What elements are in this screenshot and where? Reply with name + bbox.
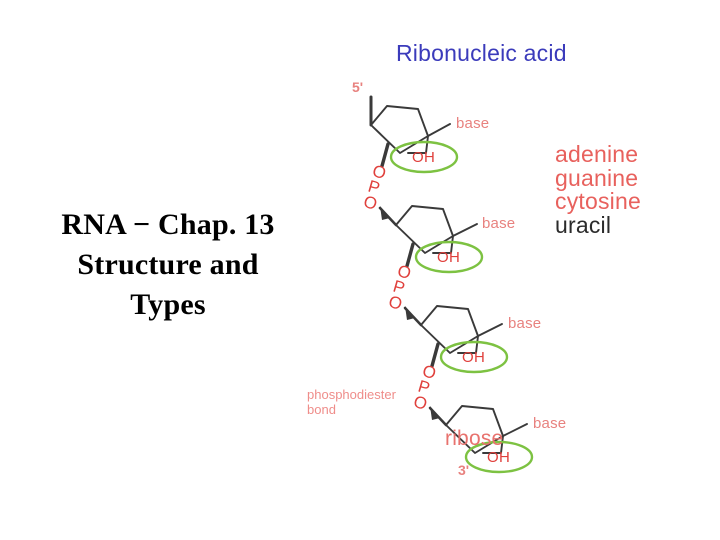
hydroxyl-label-4: OH (487, 449, 511, 466)
hydroxyl-highlight-4 (464, 440, 534, 474)
page-title: RNA − Chap. 13 Structure and Types (18, 205, 318, 325)
hydroxyl-highlight-2 (414, 240, 484, 274)
rna-backbone-drawing (369, 95, 534, 474)
base-label-4: base (533, 415, 567, 432)
five-prime-label: 5' (352, 79, 364, 95)
page-title-line-1: RNA − Chap. 13 (61, 208, 275, 241)
base-label-2: base (482, 215, 516, 232)
base-list-item-uracil: uracil (555, 212, 612, 239)
page-title-line-3: Types (130, 287, 206, 321)
three-prime-label: 3' (458, 462, 470, 478)
hydroxyl-highlight-3 (439, 340, 509, 374)
diagram-heading: Ribonucleic acid (396, 40, 567, 66)
hydroxyl-highlight-1 (389, 140, 459, 174)
base-list-item-adenine: adenine (555, 141, 639, 167)
page-title-line-2: Structure and (77, 247, 259, 281)
base-label-1: base (456, 115, 490, 132)
phosphodiester-bond-label: phosphodiester bond (307, 387, 396, 417)
base-list-item-guanine: guanine (555, 164, 639, 191)
hydroxyl-label-3: OH (462, 349, 486, 366)
rna-structure-diagram: Ribonucleic acid 5' base base base base … (307, 20, 720, 520)
nitrogenous-base-list: adenine guanine cytosine uracil (555, 141, 641, 239)
hydroxyl-label-1: OH (412, 149, 436, 166)
base-label-3: base (508, 315, 542, 332)
hydroxyl-label-2: OH (437, 249, 461, 266)
ribose-label: ribose (445, 427, 504, 450)
base-list-item-cytosine: cytosine (555, 188, 641, 215)
